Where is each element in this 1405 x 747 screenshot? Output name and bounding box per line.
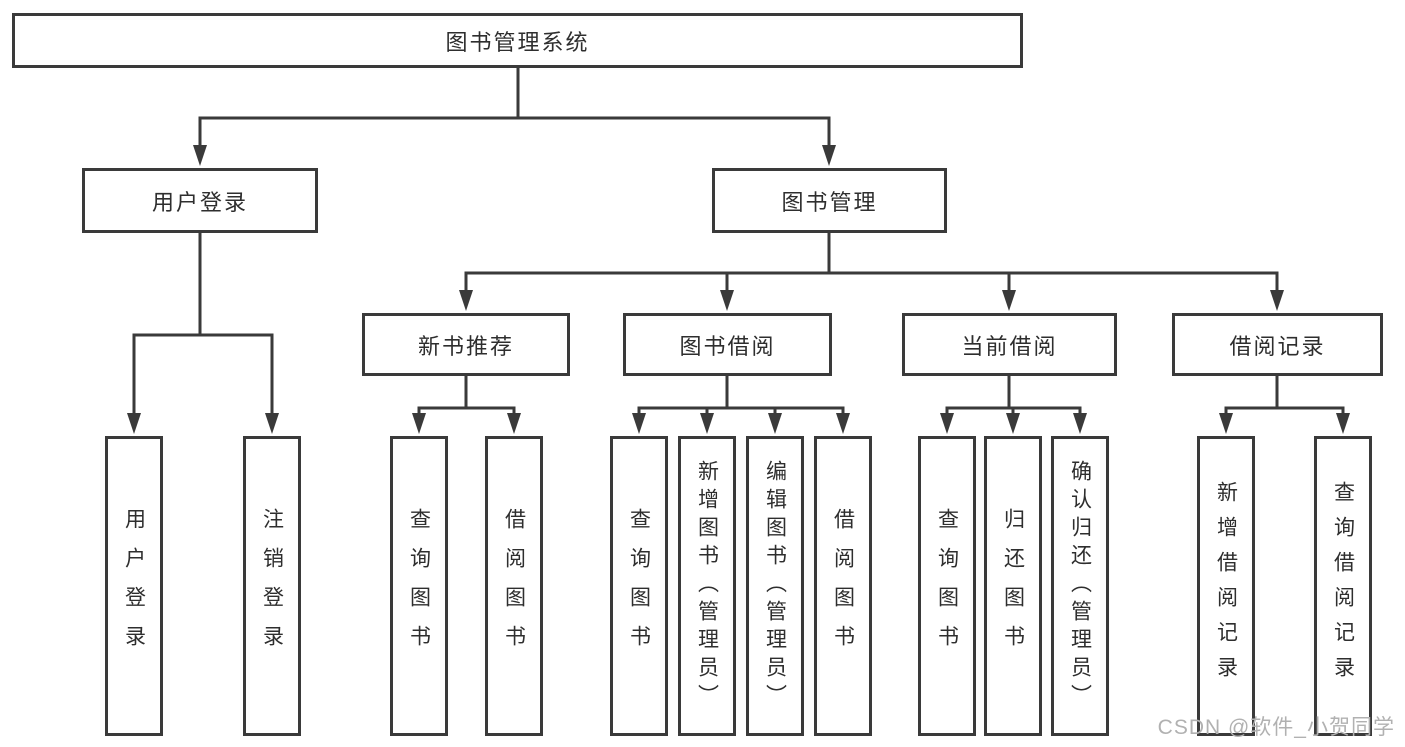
- leaf-recommend-query-books-label: 查询图书: [407, 508, 431, 664]
- leaf-add-books-admin-label: 新增图书（管理员）: [695, 460, 719, 712]
- leaf-add-books-admin: 新增图书（管理员）: [678, 436, 736, 736]
- connector-user-login-to-leaves: [127, 231, 279, 434]
- node-book-management: 图书管理: [712, 168, 947, 233]
- leaf-query-borrow-record-label: 查询借阅记录: [1331, 481, 1355, 691]
- connector-current-borrow-to-leaves: [940, 374, 1087, 434]
- leaf-current-query-books-label: 查询图书: [935, 508, 959, 664]
- leaf-user-login-label: 用户登录: [122, 508, 146, 664]
- leaf-add-borrow-record-label: 新增借阅记录: [1214, 481, 1238, 691]
- node-borrow-records: 借阅记录: [1172, 313, 1383, 376]
- node-current-borrow: 当前借阅: [902, 313, 1117, 376]
- leaf-recommend-borrow-books: 借阅图书: [485, 436, 543, 736]
- leaf-current-query-books: 查询图书: [918, 436, 976, 736]
- leaf-borrow-books: 借阅图书: [814, 436, 872, 736]
- node-borrow-records-label: 借阅记录: [1229, 333, 1326, 359]
- node-book-borrow: 图书借阅: [623, 313, 832, 376]
- leaf-logout-label: 注销登录: [260, 508, 284, 664]
- node-new-book-recommend-label: 新书推荐: [417, 333, 514, 359]
- leaf-logout: 注销登录: [243, 436, 301, 736]
- connector-root-to-level2: [193, 66, 836, 166]
- leaf-confirm-return-admin: 确认归还（管理员）: [1051, 436, 1109, 736]
- node-user-login: 用户登录: [82, 168, 318, 233]
- leaf-edit-books-admin: 编辑图书（管理员）: [746, 436, 804, 736]
- node-user-login-label: 用户登录: [151, 189, 248, 215]
- node-root-label: 图书管理系统: [445, 29, 590, 55]
- leaf-user-login: 用户登录: [105, 436, 163, 736]
- node-current-borrow-label: 当前借阅: [961, 333, 1058, 359]
- connector-book-borrow-to-leaves: [632, 374, 850, 434]
- leaf-confirm-return-admin-label: 确认归还（管理员）: [1068, 460, 1092, 712]
- leaf-borrow-query-books-label: 查询图书: [627, 508, 651, 664]
- leaf-borrow-books-label: 借阅图书: [831, 508, 855, 664]
- connector-new-book-recommend-to-leaves: [412, 374, 521, 434]
- node-book-management-label: 图书管理: [781, 189, 878, 215]
- leaf-return-books: 归还图书: [984, 436, 1042, 736]
- connector-book-management-to-level3: [459, 231, 1284, 311]
- watermark: CSDN @软件_小贺同学: [1157, 716, 1395, 739]
- connector-borrow-records-to-leaves: [1219, 374, 1350, 434]
- leaf-add-borrow-record: 新增借阅记录: [1197, 436, 1255, 736]
- node-new-book-recommend: 新书推荐: [362, 313, 570, 376]
- leaf-return-books-label: 归还图书: [1001, 508, 1025, 664]
- leaf-recommend-query-books: 查询图书: [390, 436, 448, 736]
- node-root: 图书管理系统: [12, 13, 1023, 68]
- node-book-borrow-label: 图书借阅: [679, 333, 776, 359]
- leaf-edit-books-admin-label: 编辑图书（管理员）: [763, 460, 787, 712]
- leaf-query-borrow-record: 查询借阅记录: [1314, 436, 1372, 736]
- leaf-recommend-borrow-books-label: 借阅图书: [502, 508, 526, 664]
- leaf-borrow-query-books: 查询图书: [610, 436, 668, 736]
